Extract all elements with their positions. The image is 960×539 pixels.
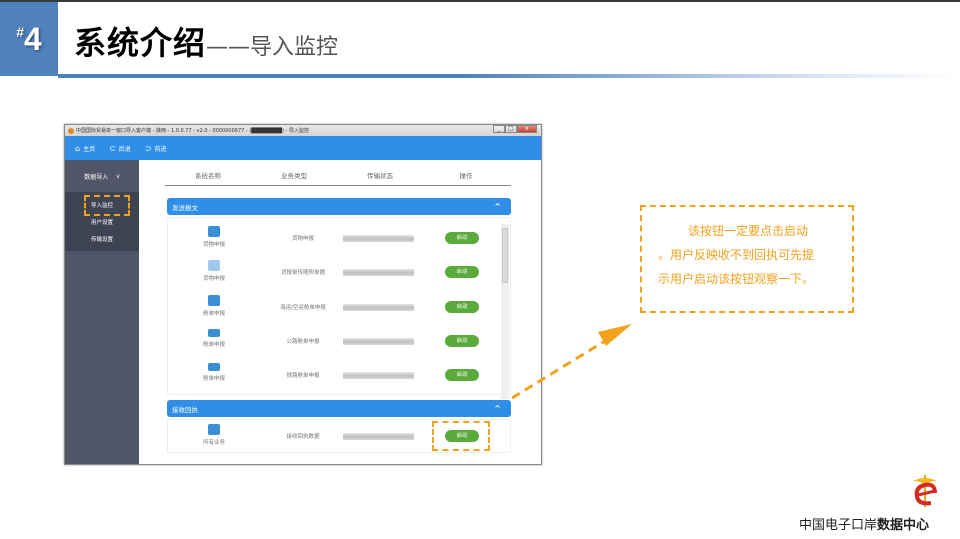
sidebar-submenu: 导入监控 用户设置 传输设置 — [65, 192, 139, 251]
nav-forward[interactable]: ⊃ 前进 — [145, 144, 167, 153]
start-button[interactable]: 启动 — [445, 335, 479, 347]
home-icon: ⌂ — [75, 143, 81, 153]
sidebar-group-data-import[interactable]: 数据导入 v — [65, 160, 139, 192]
slide-title-sub: ——导入监控 — [206, 35, 339, 60]
table-row: 货物申报 货报单传随附单据 启动 — [168, 256, 498, 290]
section-send-body: 货物申报 货物申报 启动 货物申报 货报单传随附单据 启动 — [167, 217, 511, 395]
col-header-type: 业务类型 — [281, 172, 307, 180]
row-type: 接收回执数据 — [286, 434, 320, 440]
section-send-messages[interactable]: 发送报文 ^ — [167, 198, 511, 215]
footer-text-bold: 数据中心 — [877, 518, 930, 533]
sidebar: 数据导入 v 导入监控 用户设置 传输设置 — [65, 160, 139, 464]
table-header: 系统名称 业务类型 传输状态 操作 — [165, 170, 511, 186]
sidebar-group-label: 数据导入 — [84, 173, 109, 181]
row-system: 舱单申报 — [202, 376, 225, 382]
table-row: 舱单申报 公路舱单申报 启动 — [168, 325, 498, 359]
minimize-button[interactable]: _ — [493, 125, 505, 133]
scrollbar[interactable] — [501, 224, 509, 399]
annotation-note: 该按钮一定要点击启动 。用户反映收不到回执可先提 示用户启动该按钮观察一下。 — [640, 205, 854, 313]
table-row: 货物申报 货物申报 启动 — [168, 222, 498, 256]
table-row: 所有业务 接收回执数据 启动 — [168, 420, 498, 454]
nav-back-label: 后退 — [118, 145, 131, 153]
chevron-down-icon: v — [116, 172, 120, 180]
chevron-up-icon[interactable]: ^ — [494, 404, 501, 413]
window-controls: _ □ x — [493, 125, 537, 133]
sidebar-item-import-monitor[interactable]: 导入监控 — [65, 195, 139, 216]
sidebar-item-label: 用户设置 — [90, 219, 113, 226]
slide-number-badge: # 4 — [0, 2, 58, 76]
close-button[interactable]: x — [517, 125, 537, 133]
row-type: 货报单传随附单据 — [280, 270, 325, 276]
title-underline — [58, 74, 958, 78]
transfer-status-bar — [343, 304, 414, 311]
train-icon — [208, 363, 220, 371]
receipt-start-button[interactable]: 启动 — [445, 430, 479, 442]
transfer-status-bar — [343, 269, 414, 276]
table-row: 舱单申报 海运/空运舱单申报 启动 — [168, 291, 498, 325]
nav-forward-label: 前进 — [154, 145, 167, 153]
section-receive-receipts[interactable]: 接收回执 ^ — [167, 400, 511, 417]
row-system: 货物申报 — [202, 242, 225, 248]
row-type: 海运/空运舱单申报 — [280, 305, 326, 311]
truck-icon — [208, 329, 220, 337]
section-receive-body: 所有业务 接收回执数据 启动 — [167, 419, 511, 453]
section-title: 发送报文 — [172, 203, 198, 212]
transfer-status-bar — [343, 235, 414, 242]
sidebar-item-label: 传输设置 — [90, 236, 113, 243]
scrollbar-thumb[interactable] — [502, 228, 508, 283]
main-content: 系统名称 业务类型 传输状态 操作 发送报文 ^ 货物申报 — [139, 160, 541, 464]
slide-title-main: 系统介绍 — [74, 24, 207, 62]
col-header-action: 操作 — [459, 172, 473, 180]
footer-text-normal: 中国电子口岸 — [799, 518, 878, 533]
document-icon — [208, 260, 220, 271]
top-navbar: ⌂ 主页 ⊂ 后退 ⊃ 前进 — [65, 136, 541, 160]
row-system: 舱单申报 — [202, 311, 225, 317]
col-header-status: 传输状态 — [367, 172, 393, 180]
start-button[interactable]: 启动 — [445, 232, 479, 244]
top-border — [0, 0, 960, 2]
window-title: 中国国际贸易单一窗口导入客户端 - 陕西 - 1.0.0.77 - v2.0 -… — [76, 128, 309, 134]
row-system: 舱单申报 — [202, 342, 225, 348]
start-button[interactable]: 启动 — [445, 266, 479, 278]
start-button[interactable]: 启动 — [445, 301, 479, 313]
goods-declaration-icon — [208, 226, 220, 237]
sidebar-item-transfer-settings[interactable]: 传输设置 — [65, 230, 139, 247]
slide-number: 4 — [24, 20, 42, 57]
monitor-icon — [208, 295, 220, 306]
table-row: 舱单申报 铁路舱单申报 启动 — [168, 359, 498, 393]
annotation-line-1: 该按钮一定要点击启动 — [688, 224, 809, 238]
row-type: 铁路舱单申报 — [286, 373, 320, 379]
annotation-line-3: 示用户启动该按钮观察一下。 — [658, 272, 815, 286]
row-type: 货物申报 — [291, 236, 314, 242]
window-titlebar: 中国国际贸易单一窗口导入客户端 - 陕西 - 1.0.0.77 - v2.0 -… — [65, 125, 541, 136]
row-system: 所有业务 — [202, 440, 225, 446]
transfer-status-bar — [343, 433, 414, 440]
footer-organization: 中国电子口岸数据中心 — [799, 514, 929, 533]
start-button[interactable]: 启动 — [445, 369, 479, 381]
forward-icon: ⊃ — [144, 143, 152, 153]
back-icon: ⊂ — [109, 143, 116, 153]
section-title: 接收回执 — [172, 405, 198, 414]
slide-number-hash: # — [16, 24, 24, 40]
all-business-icon — [208, 424, 220, 435]
app-logo-icon — [68, 127, 74, 134]
row-system: 货物申报 — [202, 276, 225, 282]
transfer-status-bar — [343, 338, 414, 345]
app-window: 中国国际贸易单一窗口导入客户端 - 陕西 - 1.0.0.77 - v2.0 -… — [64, 124, 542, 465]
col-header-system: 系统名称 — [195, 172, 221, 180]
annotation-line-2: 。用户反映收不到回执可先提 — [658, 248, 815, 262]
slide-title: 系统介绍 ——导入监控 — [74, 18, 338, 64]
start-button-highlight — [432, 421, 490, 451]
nav-home[interactable]: ⌂ 主页 — [75, 144, 95, 153]
nav-home-label: 主页 — [83, 145, 96, 153]
sidebar-item-user-settings[interactable]: 用户设置 — [65, 213, 139, 230]
china-eport-logo-icon — [913, 475, 937, 507]
window-body: 数据导入 v 导入监控 用户设置 传输设置 系统名称 — [65, 160, 541, 464]
chevron-up-icon[interactable]: ^ — [494, 202, 501, 211]
row-type: 公路舱单申报 — [286, 339, 320, 345]
nav-back[interactable]: ⊂ 后退 — [109, 144, 131, 153]
maximize-button[interactable]: □ — [505, 125, 517, 133]
transfer-status-bar — [343, 372, 414, 379]
